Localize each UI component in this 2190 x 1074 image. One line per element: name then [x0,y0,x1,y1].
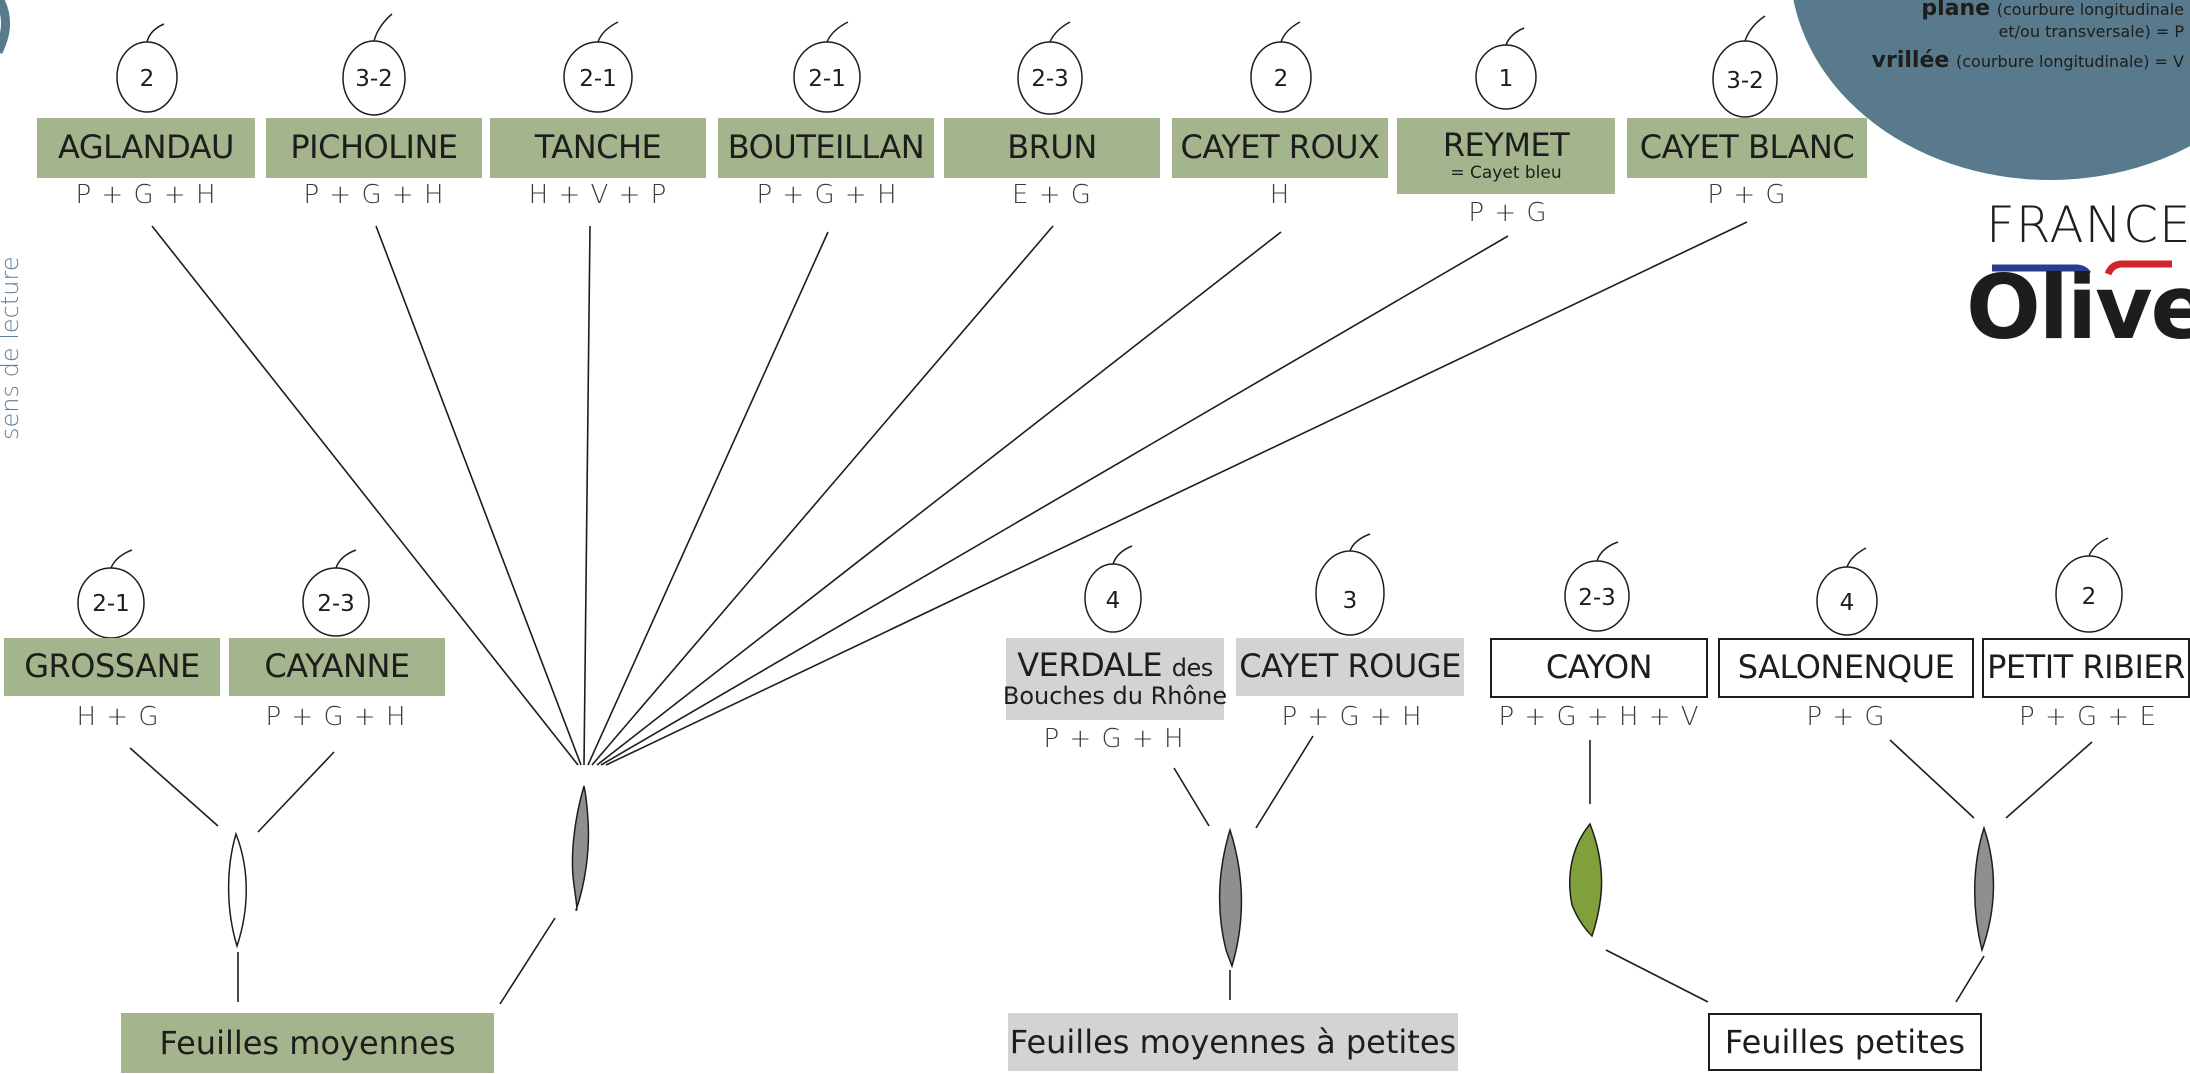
formula-salonenque: P + G [1806,702,1886,732]
variety-reymet-synonym: = Cayet bleu [1450,162,1562,183]
fruit-reymet [1475,27,1537,110]
leaf-cayon-green [1569,822,1603,938]
logo-olive-text: Olive [1966,256,2190,359]
variety-aglandau: AGLANDAU [37,118,255,178]
fruit-picholine [342,13,406,116]
legend-line-1: plane (courbure longitudinale [1921,0,2184,21]
fruit-size-cayet-rouge: 3 [1343,588,1358,614]
fruit-size-reymet: 1 [1499,66,1514,92]
formula-cayon: P + G + H + V [1498,702,1700,732]
variety-salonenque: SALONENQUE [1718,638,1974,698]
fruit-size-petit-ribier: 2 [2082,584,2097,610]
fruit-cayet-rouge [1315,533,1385,636]
variety-brun: BRUN [944,118,1160,178]
formula-aglandau: P + G + H [75,180,217,210]
fruit-cayet-roux [1250,21,1312,113]
legend-line-3: vrillée (courbure longitudinale) = V [1871,48,2184,73]
fruit-petit-ribier [2055,537,2123,633]
variety-cayet-roux: CAYET ROUX [1172,118,1388,178]
fruit-size-cayet-blanc: 3-2 [1726,68,1764,94]
formula-brun: E + G [1012,180,1092,210]
variety-tanche: TANCHE [490,118,706,178]
leaf-verdale-grey [1218,827,1243,969]
fruit-cayanne [302,549,370,637]
fruit-cayet-blanc [1712,15,1778,118]
corner-arc [0,0,11,55]
fruit-size-salonenque: 4 [1840,590,1855,616]
fruit-size-tanche: 2-1 [579,66,617,92]
variety-cayet-blanc: CAYET BLANC [1627,118,1867,178]
legend-line-2: et/ou transversale) = P [1998,22,2184,41]
logo-flag-swooshes [1992,260,2172,277]
leaf-grossane-white [227,831,247,949]
variety-grossane: GROSSANE [4,638,220,696]
formula-verdale: P + G + H [1043,724,1185,754]
fruit-size-brun: 2-3 [1031,66,1069,92]
fruit-aglandau [116,23,178,113]
fruit-salonenque [1816,547,1878,636]
variety-cayon: CAYON [1490,638,1708,698]
formula-tanche: H + V + P [528,180,668,210]
fruit-verdale [1084,545,1142,633]
leaf-central-grey [571,785,590,911]
fruit-size-cayanne: 2-3 [317,591,355,617]
connectors-top [129,221,2093,1005]
formula-picholine: P + G + H [303,180,445,210]
group-feuilles-moyennes-a-petites: Feuilles moyennes à petites [1008,1013,1458,1071]
fruit-size-aglandau: 2 [140,66,155,92]
formula-bouteillan: P + G + H [756,180,898,210]
fruit-brun [1017,21,1083,115]
formula-cayanne: P + G + H [265,702,407,732]
formula-reymet: P + G [1468,198,1548,228]
formula-cayet-blanc: P + G [1707,180,1787,210]
formula-petit-ribier: P + G + E [2019,702,2157,732]
formula-cayet-roux: H [1269,180,1291,210]
fruit-tanche [563,21,633,113]
fruit-size-verdale: 4 [1106,588,1121,614]
leaf-salonenque-grey [1974,825,1995,953]
variety-cayanne: CAYANNE [229,638,445,696]
variety-reymet: REYMET= Cayet bleu [1397,118,1615,194]
fruits [77,13,2123,639]
variety-petit-ribier: PETIT RIBIER [1982,638,2190,698]
fruit-cayon [1564,541,1630,632]
variety-cayet-rouge: CAYET ROUGE [1236,638,1464,696]
fruit-size-grossane: 2-1 [92,591,130,617]
formula-grossane: H + G [76,702,160,732]
fruit-size-cayon: 2-3 [1578,585,1616,611]
variety-bouteillan: BOUTEILLAN [718,118,934,178]
group-feuilles-petites: Feuilles petites [1708,1013,1982,1071]
reading-direction-label: sens de lecture [0,256,24,440]
france-olive-logo: FRANCE Olive [1966,196,2190,359]
fruit-bouteillan [793,21,861,113]
fruit-size-bouteillan: 2-1 [808,66,846,92]
logo-france-text: FRANCE [1986,196,2190,254]
fruit-size-cayet-roux: 2 [1274,66,1289,92]
variety-picholine: PICHOLINE [266,118,482,178]
fruit-size-picholine: 3-2 [355,66,393,92]
formula-cayet-rouge: P + G + H [1281,702,1423,732]
group-feuilles-moyennes: Feuilles moyennes [121,1013,494,1073]
